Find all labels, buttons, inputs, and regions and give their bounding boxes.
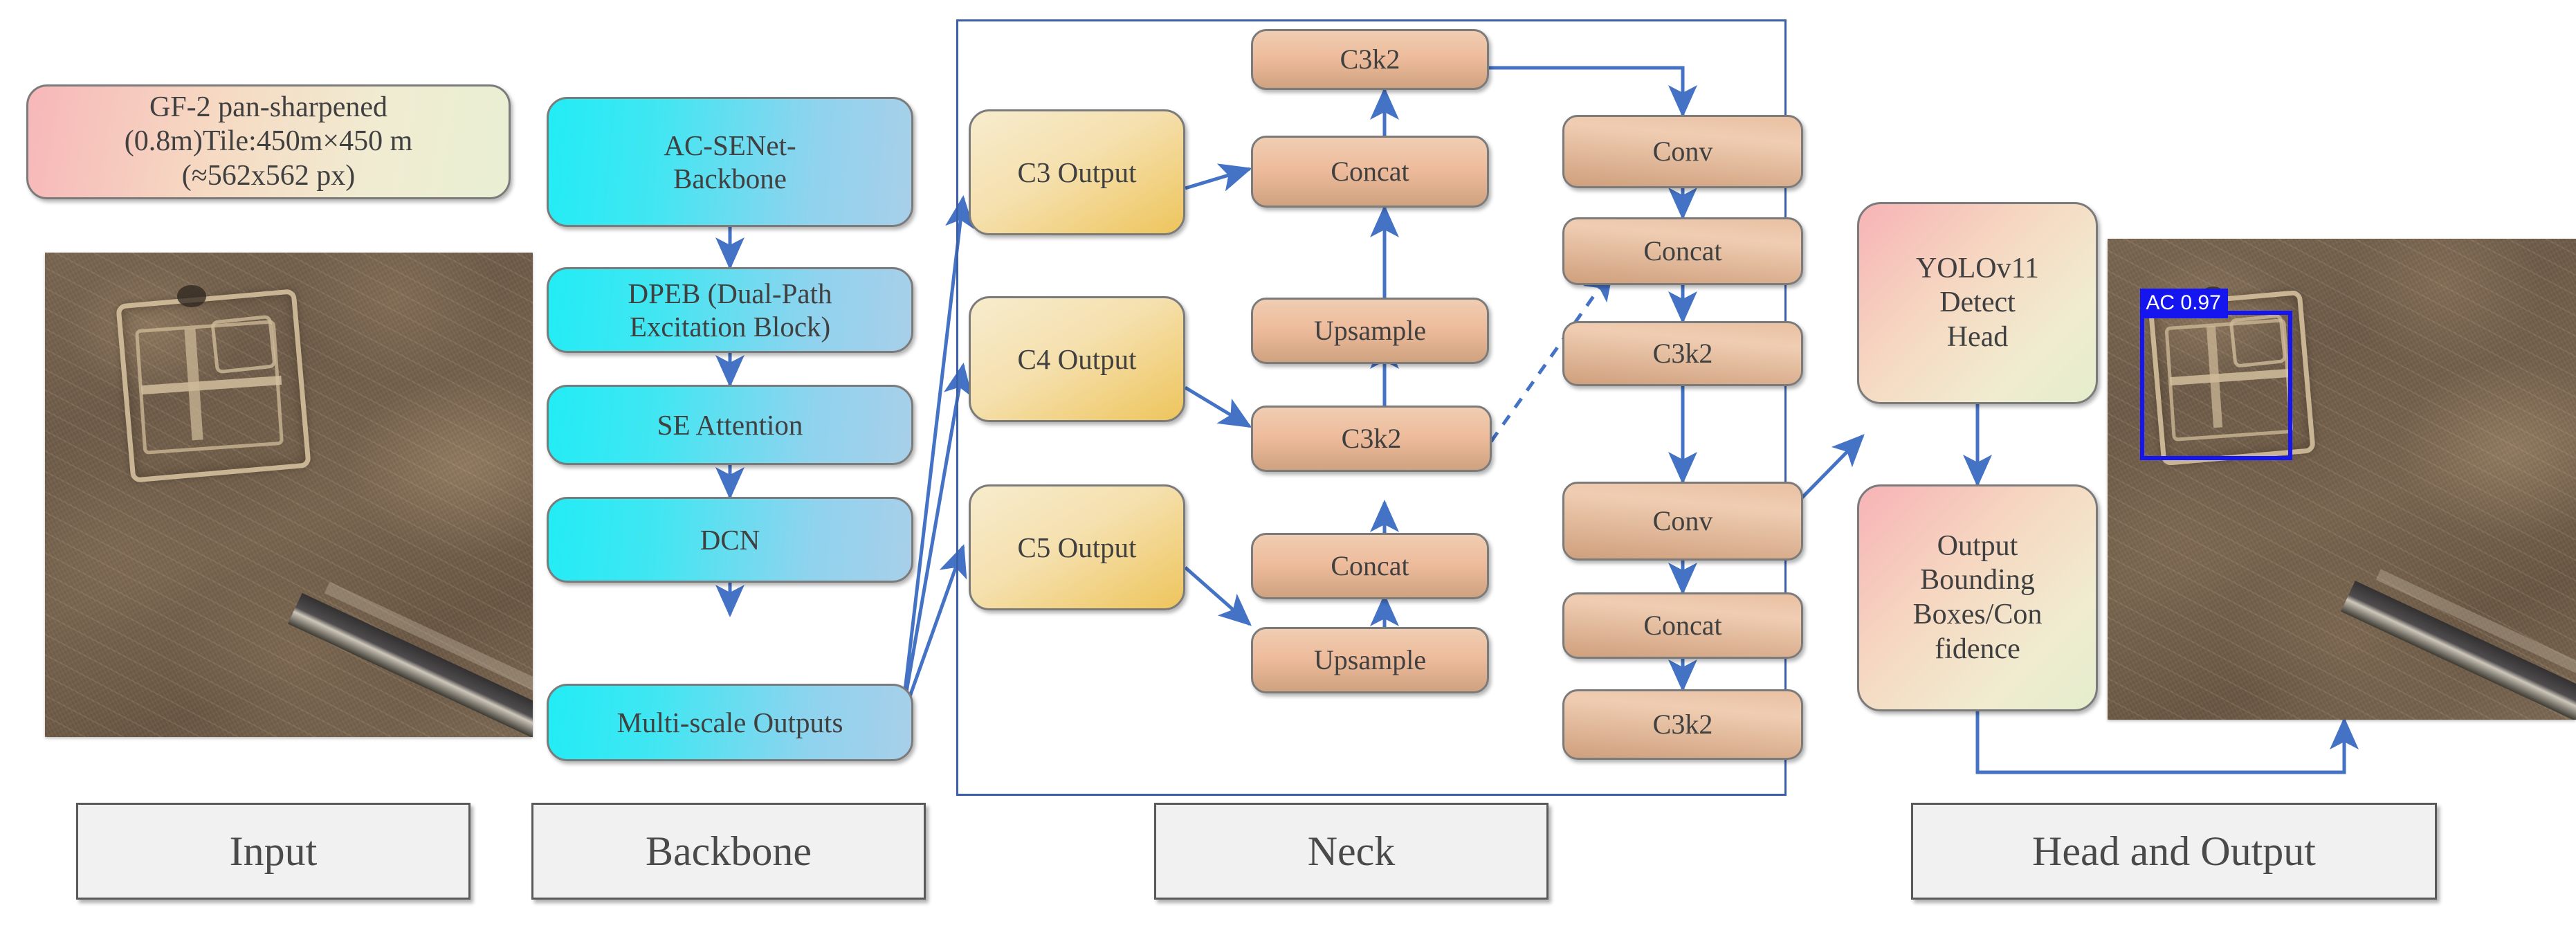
neck-mid-c3k2-bottom-label: C3k2 bbox=[1341, 423, 1402, 455]
neck-right-conv-bottom[interactable]: Conv bbox=[1562, 482, 1803, 561]
neck-right-conv-top-label: Conv bbox=[1652, 136, 1713, 167]
neck-right-c3k2-bottom[interactable]: C3k2 bbox=[1562, 689, 1803, 760]
output-result-image: AC 0.97 bbox=[2108, 239, 2576, 720]
neck-right-concat-bottom[interactable]: Concat bbox=[1562, 592, 1803, 659]
terrain-grain bbox=[2108, 239, 2576, 720]
neck-c3-output[interactable]: C3 Output bbox=[969, 109, 1185, 235]
detection-label-badge: AC 0.97 bbox=[2140, 288, 2228, 318]
neck-c3-output-label: C3 Output bbox=[1017, 156, 1137, 188]
backbone-block-ac-senet-label: AC-SENet- Backbone bbox=[664, 129, 796, 194]
neck-mid-concat-bottom-label: Concat bbox=[1331, 550, 1409, 582]
neck-c4-output-label: C4 Output bbox=[1017, 343, 1137, 375]
field-lines bbox=[2108, 239, 2576, 720]
neck-container bbox=[956, 19, 1787, 796]
neck-right-conv-bottom-label: Conv bbox=[1652, 505, 1713, 537]
neck-c5-output[interactable]: C5 Output bbox=[969, 484, 1185, 610]
backbone-block-multi-scale-outputs[interactable]: Multi-scale Outputs bbox=[547, 684, 913, 761]
section-label-backbone-text: Backbone bbox=[646, 828, 812, 874]
head-block-output-boxes-label: Output Bounding Boxes/Con fidence bbox=[1912, 529, 2043, 665]
terrain-base bbox=[2108, 239, 2576, 720]
field-lines bbox=[45, 253, 533, 737]
section-label-head-and-output: Head and Output bbox=[1911, 803, 2437, 900]
neck-c5-output-label: C5 Output bbox=[1017, 531, 1137, 563]
neck-right-c3k2-top[interactable]: C3k2 bbox=[1562, 321, 1803, 386]
input-caption-box: GF-2 pan-sharpened (0.8m)Tile:450m×450 m… bbox=[26, 84, 511, 199]
backbone-block-dpeb[interactable]: DPEB (Dual-Path Excitation Block) bbox=[547, 267, 913, 353]
archaeological-enclosure bbox=[116, 285, 311, 483]
terrain-grain bbox=[45, 253, 533, 737]
input-caption-text: GF-2 pan-sharpened (0.8m)Tile:450m×450 m… bbox=[124, 91, 413, 192]
section-label-neck: Neck bbox=[1154, 803, 1549, 900]
section-label-backbone: Backbone bbox=[531, 803, 926, 900]
input-satellite-image bbox=[45, 253, 533, 737]
backbone-block-dcn[interactable]: DCN bbox=[547, 497, 913, 583]
neck-mid-c3k2-bottom[interactable]: C3k2 bbox=[1251, 406, 1492, 472]
neck-right-c3k2-bottom-label: C3k2 bbox=[1652, 709, 1713, 740]
enclosure-annex bbox=[210, 314, 277, 374]
enclosure-dark-spot bbox=[177, 285, 206, 307]
detection-bounding-box bbox=[2140, 311, 2293, 460]
neck-mid-upsample-bottom-label: Upsample bbox=[1313, 644, 1427, 676]
section-label-head-and-output-text: Head and Output bbox=[2032, 828, 2316, 874]
backbone-block-ac-senet[interactable]: AC-SENet- Backbone bbox=[547, 97, 913, 227]
neck-mid-concat-top-label: Concat bbox=[1331, 156, 1409, 188]
section-label-input-text: Input bbox=[229, 828, 318, 874]
head-block-output-boxes[interactable]: Output Bounding Boxes/Con fidence bbox=[1857, 484, 2098, 711]
backbone-block-dpeb-label: DPEB (Dual-Path Excitation Block) bbox=[628, 277, 832, 343]
neck-mid-concat-bottom[interactable]: Concat bbox=[1251, 533, 1489, 599]
neck-mid-c3k2-top[interactable]: C3k2 bbox=[1251, 29, 1489, 90]
neck-mid-c3k2-top-label: C3k2 bbox=[1340, 44, 1400, 75]
section-label-neck-text: Neck bbox=[1307, 828, 1396, 874]
neck-mid-upsample-top[interactable]: Upsample bbox=[1251, 298, 1489, 364]
terrain-base bbox=[45, 253, 533, 737]
backbone-block-dcn-label: DCN bbox=[700, 523, 760, 556]
neck-right-concat-top-label: Concat bbox=[1643, 235, 1722, 267]
neck-right-concat-top[interactable]: Concat bbox=[1562, 217, 1803, 285]
head-block-detect-label: YOLOv11 Detect Head bbox=[1915, 252, 2040, 353]
backbone-block-se-attention[interactable]: SE Attention bbox=[547, 385, 913, 465]
neck-mid-upsample-top-label: Upsample bbox=[1313, 315, 1427, 347]
neck-mid-upsample-bottom[interactable]: Upsample bbox=[1251, 627, 1489, 693]
neck-mid-concat-top[interactable]: Concat bbox=[1251, 136, 1489, 208]
neck-right-c3k2-top-label: C3k2 bbox=[1652, 338, 1713, 370]
neck-right-concat-bottom-label: Concat bbox=[1643, 610, 1722, 642]
detection-label-text: AC 0.97 bbox=[2146, 291, 2221, 314]
section-label-input: Input bbox=[76, 803, 471, 900]
neck-right-conv-top[interactable]: Conv bbox=[1562, 115, 1803, 188]
backbone-block-multi-scale-outputs-label: Multi-scale Outputs bbox=[616, 706, 843, 738]
head-block-detect[interactable]: YOLOv11 Detect Head bbox=[1857, 202, 2098, 404]
backbone-block-se-attention-label: SE Attention bbox=[657, 408, 803, 441]
neck-c4-output[interactable]: C4 Output bbox=[969, 296, 1185, 422]
